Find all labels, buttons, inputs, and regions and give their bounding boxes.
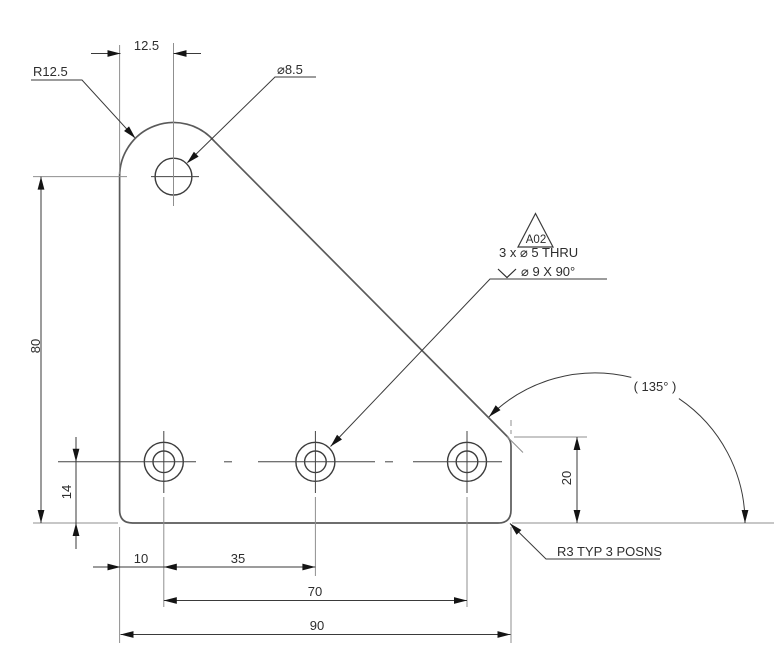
arrowhead (163, 563, 177, 571)
arrowhead (173, 50, 187, 57)
arrowhead (124, 126, 136, 139)
angle-arc (678, 398, 746, 524)
dim-right-edge-height: 20 (559, 471, 574, 485)
arrowhead (741, 510, 749, 523)
arrowheads (37, 50, 749, 638)
dim-hole-spacing-1: 35 (231, 551, 245, 566)
arrowhead (330, 434, 342, 447)
arrowhead (509, 523, 522, 535)
dim-hole-spacing-2: 70 (308, 584, 322, 599)
leader-r12-5 (31, 79, 135, 138)
dimension-lines (40, 53, 746, 635)
slope-overshoot (506, 436, 524, 453)
dim-hole-row-offset: 14 (59, 485, 74, 499)
hole-note-line2: ⌀ 9 X 90° (521, 264, 575, 279)
arrowhead (302, 563, 316, 571)
arrowhead (72, 523, 80, 536)
arrowhead (37, 176, 45, 190)
arrowhead (107, 563, 121, 571)
triangle-flag-icon (517, 212, 554, 248)
arrowhead (107, 50, 121, 57)
arrowhead (497, 631, 511, 638)
corner-note: R3 TYP 3 POSNS (557, 544, 662, 559)
dim-plate-width: 90 (310, 618, 324, 633)
leader-r3-note (509, 523, 660, 560)
leader-dia8-5 (187, 76, 316, 163)
dim-first-hole-offset: 10 (134, 551, 148, 566)
hole-note-line1: 3 x ⌀ 5 THRU (499, 245, 578, 260)
arrowhead (72, 448, 80, 462)
arrowhead (120, 631, 134, 638)
leader-lines (31, 76, 660, 560)
countersink-icon (497, 268, 517, 279)
arrowhead (573, 510, 581, 523)
dim-top-hole-diameter: ⌀8.5 (277, 62, 303, 77)
revision-flag: A02 (517, 212, 554, 248)
dim-chamfer-angle: ( 135° ) (634, 379, 677, 394)
revision-flag-label: A02 (526, 234, 546, 246)
arrowhead (454, 597, 467, 604)
dim-corner-radius: R12.5 (33, 64, 68, 79)
arrowhead (163, 597, 177, 604)
arrowhead (186, 151, 199, 164)
leader-hole-note (330, 278, 607, 447)
angle-arc (488, 372, 632, 418)
dimension-texts: 12.5 R12.5 ⌀8.5 80 14 20 10 35 70 90 ( 1… (28, 38, 676, 633)
arrowhead (488, 405, 501, 417)
dim-top-width: 12.5 (134, 38, 159, 53)
center-lines (58, 176, 502, 493)
dim-plate-height: 80 (28, 339, 43, 353)
arrowhead (37, 510, 45, 523)
arrowhead (573, 437, 581, 450)
plate-outline (118, 121, 524, 524)
